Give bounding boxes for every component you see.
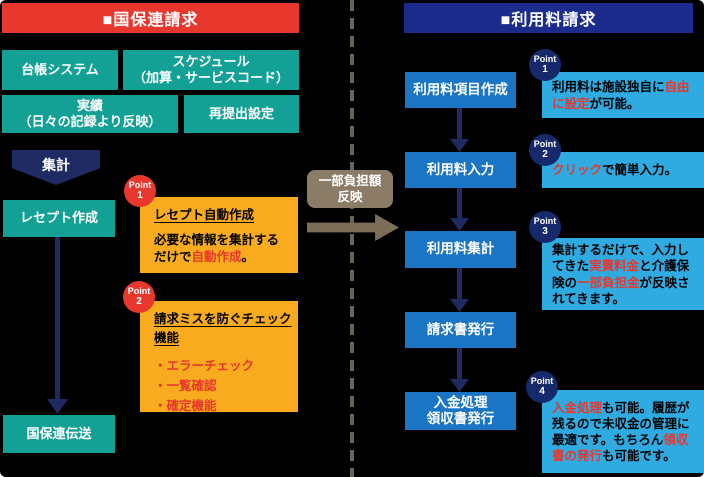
- callout-title: レセプト自動作成: [154, 208, 255, 222]
- receipt-create-box: レセプト作成: [3, 200, 115, 237]
- point-label: Point: [127, 286, 151, 296]
- point-number: 1: [542, 64, 548, 75]
- down-arrow-stem: [55, 237, 60, 400]
- right-point3-badge: Point 3: [529, 211, 561, 243]
- left-point1-badge: Point 1: [124, 175, 156, 207]
- step-invoice-issue: 請求書発行: [405, 312, 516, 348]
- step-arrow-stem: [457, 188, 462, 219]
- step-arrow-head: [450, 139, 469, 152]
- callout-title: 請求ミスを防ぐチェック機能: [154, 312, 292, 345]
- left-point2-badge: Point 2: [123, 281, 155, 313]
- step-fee-aggregate: 利用料集計: [405, 231, 516, 268]
- point-number: 1: [137, 190, 143, 201]
- point-label: Point: [128, 180, 152, 190]
- callout-body: 必要な情報を集計するだけで自動作成。: [154, 232, 280, 264]
- copay-transfer-label: 一部負担額 反映: [307, 170, 393, 208]
- point-label: Point: [533, 139, 557, 149]
- shukei-down-arrow: 集計: [12, 150, 100, 185]
- payment-history-callout: 入金処理も可能。履歴が残るので未収金の管理に最適です。もちろん領収書の発行も可能…: [542, 390, 704, 473]
- receipt-auto-create-callout: レセプト自動作成 必要な情報を集計するだけで自動作成。: [140, 197, 298, 273]
- point-label: Point: [533, 54, 557, 64]
- step-fee-input: 利用料入力: [405, 152, 516, 188]
- daicho-system-box: 台帳システム: [2, 50, 118, 90]
- callout-bullets: ・エラーチェック ・一覧確認 ・確定機能: [154, 358, 255, 413]
- kokuhoren-section-header: ■国保連請求: [2, 3, 299, 33]
- right-point1-badge: Point 1: [529, 49, 561, 81]
- billing-check-callout: 請求ミスを防ぐチェック機能 ・エラーチェック ・一覧確認 ・確定機能: [140, 301, 298, 413]
- point-number: 2: [542, 149, 548, 160]
- densou-box: 国保連伝送: [3, 415, 115, 453]
- step-arrow-stem: [457, 348, 462, 380]
- jisseki-box: 実績 （日々の記録より反映）: [2, 95, 178, 133]
- step-arrow-stem: [457, 108, 462, 140]
- right-point2-badge: Point 2: [529, 134, 561, 166]
- step-arrow-head: [450, 218, 469, 231]
- center-dashed-divider: [350, 0, 354, 477]
- schedule-box: スケジュール （加算・サービスコード）: [123, 50, 299, 90]
- right-point4-badge: Point 4: [526, 371, 558, 403]
- point-number: 3: [542, 226, 548, 237]
- saiteishutsu-box: 再提出設定: [184, 95, 299, 133]
- riyouryou-section-header: ■利用料請求: [404, 3, 693, 33]
- down-arrow-head: [47, 399, 68, 414]
- aggregate-reflect-callout: 集計するだけで、入力してきた実費料金と介護保険の一部負担金が反映されてきます。: [542, 238, 704, 310]
- step-arrow-head: [450, 299, 469, 312]
- step-fee-item-create: 利用料項目作成: [405, 72, 516, 108]
- point-number: 4: [539, 386, 545, 397]
- point-label: Point: [530, 376, 554, 386]
- step-payment-receipt: 入金処理 領収書発行: [405, 392, 516, 430]
- click-input-callout: クリックで簡単入力。: [542, 152, 704, 188]
- step-arrow-head: [450, 379, 469, 392]
- point-number: 2: [136, 296, 142, 307]
- step-arrow-stem: [457, 268, 462, 300]
- fee-free-setting-callout: 利用料は施設独自に自由に設定が可能。: [542, 72, 704, 118]
- point-label: Point: [533, 216, 557, 226]
